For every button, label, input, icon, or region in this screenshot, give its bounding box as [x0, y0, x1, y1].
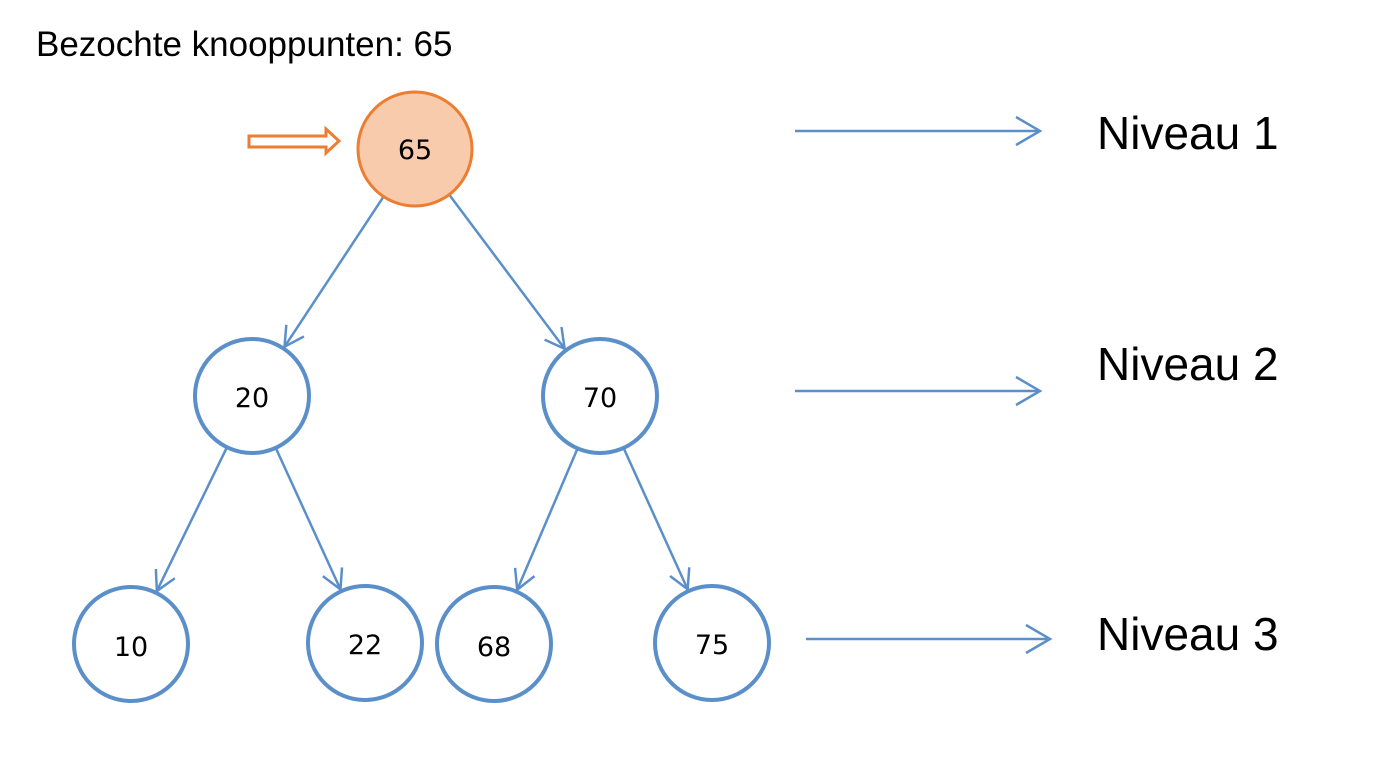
node-value: 20: [235, 383, 269, 414]
tree-nodes: 65 20 70 10 22 68 75: [72, 90, 771, 703]
tree-node-10: 10: [72, 585, 190, 703]
tree-edge: [513, 447, 579, 593]
tree-edge: [274, 447, 344, 592]
level-arrows: [795, 115, 1053, 655]
tree-edge: [154, 446, 229, 594]
tree-node-68: 68: [435, 585, 553, 703]
node-value: 10: [114, 632, 148, 663]
double-arrow-right-icon: [247, 125, 342, 157]
arrowhead-icon: [322, 567, 344, 592]
tree-edge: [622, 447, 691, 592]
level-label-3: Niveau 3: [1097, 608, 1279, 660]
tree-node-65: 65: [356, 90, 474, 208]
tree-node-20: 20: [193, 337, 311, 455]
level-label-2: Niveau 2: [1097, 338, 1279, 390]
level-label-1: Niveau 1: [1097, 107, 1279, 159]
tree-node-75: 75: [653, 584, 771, 702]
arrow-right-icon: [806, 623, 1053, 655]
tree-edge: [283, 195, 385, 349]
node-value: 65: [398, 135, 432, 166]
node-value: 22: [348, 630, 382, 661]
tree-edge: [448, 193, 567, 351]
arrow-right-icon: [795, 115, 1043, 147]
tree-node-70: 70: [541, 337, 659, 455]
node-value: 68: [477, 632, 511, 663]
tree-node-22: 22: [306, 584, 424, 702]
visited-nodes-label: Bezochte knooppunten: 65: [36, 25, 452, 64]
node-value: 70: [583, 383, 617, 414]
node-value: 75: [695, 630, 729, 661]
arrow-right-icon: [795, 375, 1043, 407]
tree-edges: [154, 193, 691, 594]
